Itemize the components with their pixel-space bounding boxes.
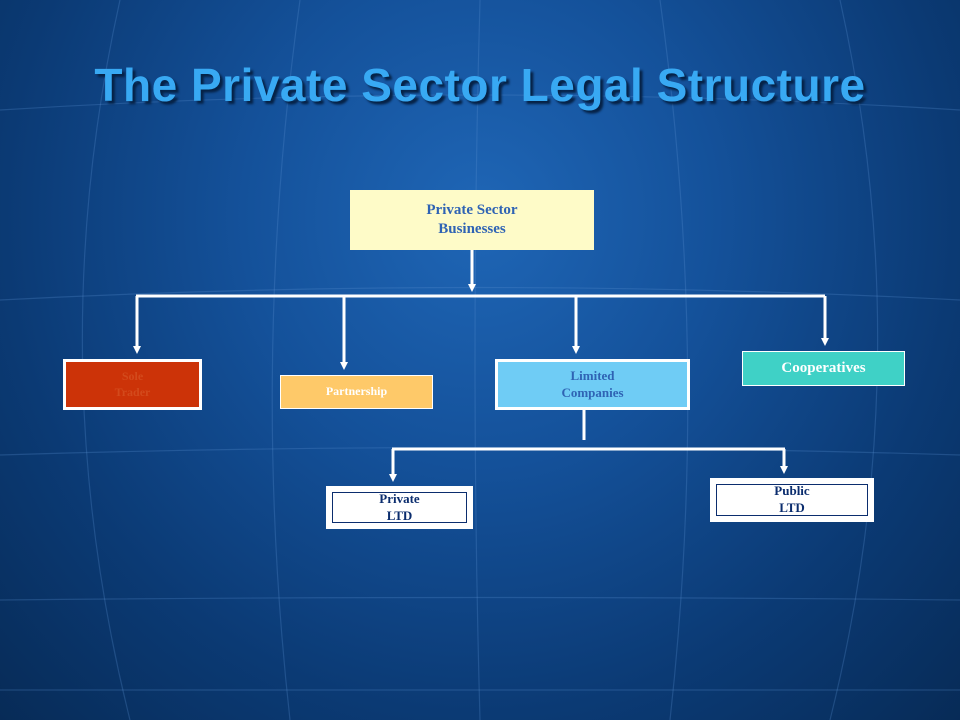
node-public-ltd: Public LTD [710,478,874,522]
node-label-line2: Companies [561,384,624,400]
node-label-line1: Public [774,483,810,499]
slide-title: The Private Sector Legal Structure [94,59,866,111]
node-label-line2: LTD [386,507,413,523]
node-cooperatives: Cooperatives [742,351,905,386]
node-label-line2: Businesses [438,221,506,237]
node-limited-companies: Limited Companies [495,359,690,410]
node-label-line1: Private [379,490,420,506]
node-label-line1: Limited [570,367,615,383]
node-label: Cooperatives [781,359,866,376]
node-partnership: Partnership [280,375,433,409]
node-label-line2: Trader [114,384,151,399]
node-label-line1: Sole [121,368,144,383]
node-private-ltd: Private LTD [326,486,473,529]
node-label-line2: LTD [779,500,805,515]
node-private-sector-businesses: Private Sector Businesses [350,190,594,250]
node-sole-trader: Sole Trader [63,359,202,410]
node-label: Partnership [325,384,388,399]
node-label-line1: Private Sector [426,201,518,218]
